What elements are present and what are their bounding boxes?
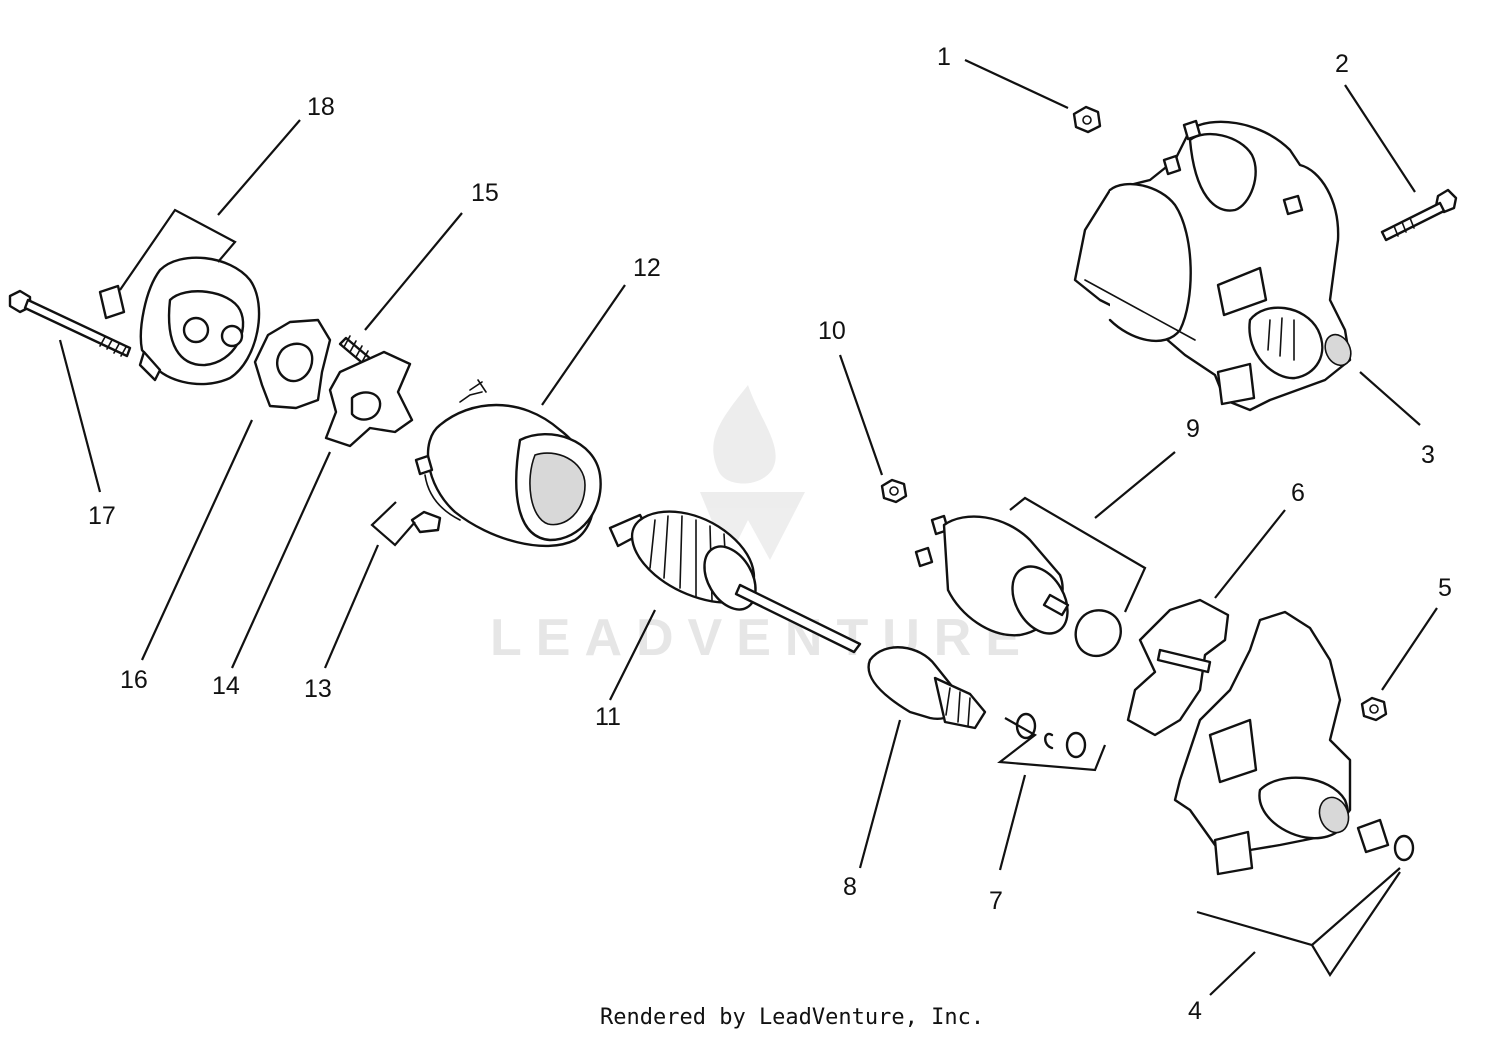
part-16-plate <box>253 318 332 410</box>
callout-12: 12 <box>633 254 661 282</box>
callout-4: 4 <box>1188 997 1202 1025</box>
callout-5: 5 <box>1438 574 1452 602</box>
callout-2: 2 <box>1335 50 1349 78</box>
part-18-end-frame <box>98 256 261 386</box>
callout-18: 18 <box>307 93 335 121</box>
part-2-bolt <box>1380 188 1458 242</box>
callout-labels: 1 2 3 4 5 6 7 8 9 10 11 12 13 14 15 16 1… <box>88 43 1452 1025</box>
callout-15: 15 <box>471 179 499 207</box>
part-7-washers <box>1015 712 1087 759</box>
callout-10: 10 <box>818 317 846 345</box>
callout-16: 16 <box>120 666 148 694</box>
part-9-solenoid <box>914 514 1122 658</box>
part-1-nut <box>1072 105 1102 134</box>
callout-11: 11 <box>595 703 621 731</box>
callout-17: 17 <box>88 502 116 530</box>
render-credit: Rendered by LeadVenture, Inc. <box>600 1005 984 1030</box>
part-10-nut <box>880 478 908 504</box>
part-6-lever <box>1126 598 1230 737</box>
callout-6: 6 <box>1291 479 1305 507</box>
callout-7: 7 <box>989 887 1003 915</box>
part-8-pinion-clutch <box>867 646 987 730</box>
callout-3: 3 <box>1421 441 1435 469</box>
part-3-starter-assembly <box>1073 119 1352 412</box>
callout-13: 13 <box>304 675 332 703</box>
callout-1: 1 <box>937 43 951 71</box>
callout-9: 9 <box>1186 415 1200 443</box>
part-5-nut <box>1360 696 1388 722</box>
leader-lines <box>58 59 1438 996</box>
callout-14: 14 <box>212 672 240 700</box>
part-12-yoke <box>410 379 602 548</box>
part-17-through-bolt <box>8 289 132 358</box>
watermark-text: LEADVENTURE <box>490 609 1034 667</box>
part-11-armature <box>608 510 862 654</box>
part-14-brush-holder <box>324 350 414 448</box>
part-4-drive-housing <box>1173 610 1415 876</box>
callout-8: 8 <box>843 873 857 901</box>
